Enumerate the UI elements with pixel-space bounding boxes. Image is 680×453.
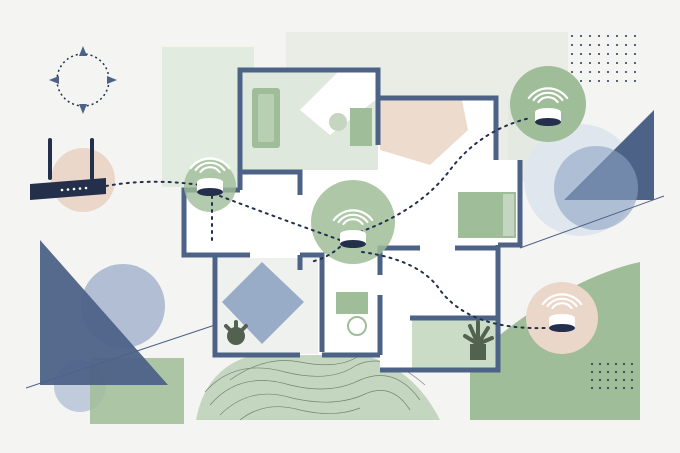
dot-grid-top-right — [571, 35, 636, 82]
connection-center-topright — [359, 117, 531, 233]
router-icon — [30, 138, 106, 200]
bg-triangle-left — [40, 240, 168, 385]
wifi-signal-icon — [541, 293, 583, 306]
connection-center-loop — [309, 241, 346, 263]
halo-mesh-node-top-right — [510, 66, 586, 142]
mesh-nodes — [189, 87, 583, 332]
rug-icon — [300, 70, 378, 135]
sofa-icon — [252, 88, 280, 148]
wifi-signal-icon — [532, 91, 564, 102]
wifi-signal-icon — [342, 218, 364, 226]
wifi-signal-icon — [189, 157, 231, 170]
wifi-signal-icon — [194, 161, 226, 172]
compass-icon — [49, 46, 117, 114]
plant-icon-left — [224, 320, 248, 345]
wifi-signal-icon — [551, 302, 573, 310]
wifi-signal-icon — [527, 87, 569, 100]
connection-lines — [105, 117, 546, 330]
mesh-node-bottom-right — [541, 293, 583, 332]
desk-icon — [329, 108, 372, 146]
dot-grid-bottom-right — [591, 363, 633, 389]
table-icon — [336, 292, 368, 336]
bed-icon — [458, 192, 516, 238]
plant-icon — [463, 320, 494, 360]
wifi-signal-icon — [199, 166, 221, 174]
bg-diagonal-line-left — [25, 319, 231, 389]
wifi-signal-icon — [537, 96, 559, 104]
furniture — [224, 88, 516, 360]
connection-left-center — [211, 195, 341, 246]
wifi-signal-icon — [337, 213, 369, 224]
connection-router-left — [105, 180, 201, 187]
mesh-node-top-right — [527, 87, 569, 126]
walls — [181, 67, 523, 373]
wifi-signal-icon — [546, 297, 578, 308]
halo-mesh-node-center — [311, 180, 395, 264]
dot-grid-group — [571, 35, 636, 389]
rug-diamond-icon — [222, 262, 304, 344]
mesh-node-center — [332, 209, 374, 248]
bg-circle-right-blue — [554, 146, 638, 230]
mesh-node-left — [189, 157, 231, 196]
wifi-signal-icon — [332, 209, 374, 222]
room-kitchen-floor — [380, 100, 468, 165]
bg-diagonal-line-right — [519, 195, 665, 249]
